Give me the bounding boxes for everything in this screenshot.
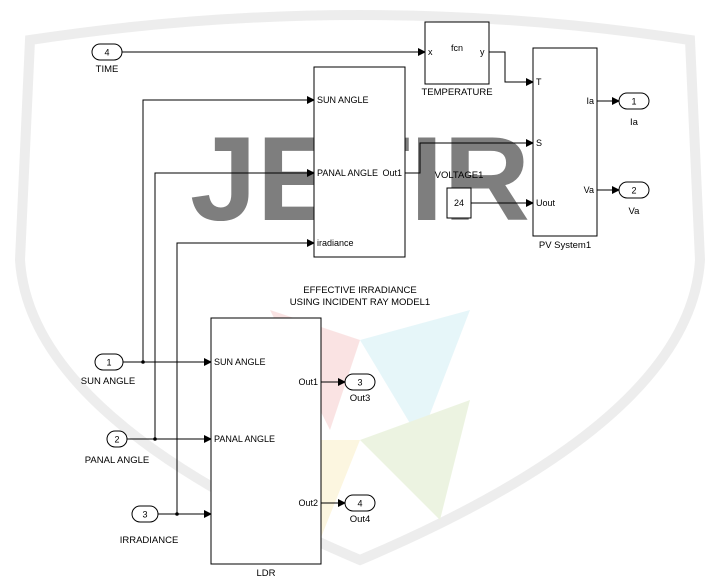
inport-time[interactable]: 4 TIME [92, 44, 122, 75]
pv-system-block[interactable]: T S Uout Ia Va PV System1 [533, 48, 597, 251]
pv-system-label: PV System1 [539, 240, 591, 251]
irr-label-line2: USING INCIDENT RAY MODEL1 [290, 297, 430, 308]
inport-time-label: TIME [96, 64, 119, 75]
temperature-fcn-label: fcn [451, 43, 463, 53]
ldr-port-out1: Out1 [298, 377, 318, 387]
voltage-label: VOLTAGE1 [435, 170, 484, 181]
outport-out3-label: Out3 [350, 393, 371, 404]
inport-panal-angle-number: 2 [114, 435, 119, 445]
outport-va-number: 2 [631, 186, 636, 196]
temperature-block[interactable]: x fcn y TEMPERATURE [421, 22, 492, 98]
outport-out3[interactable]: 3 Out3 [345, 374, 375, 404]
outport-out4[interactable]: 4 Out4 [345, 495, 375, 525]
outport-out3-number: 3 [357, 378, 362, 388]
outport-ia[interactable]: 1 Ia [619, 93, 649, 128]
irr-port-iradiance: iradiance [317, 238, 354, 248]
inport-irradiance-number: 3 [142, 510, 147, 520]
ldr-block[interactable]: SUN ANGLE PANAL ANGLE Out1 Out2 LDR [211, 318, 321, 579]
outport-out4-number: 4 [357, 499, 362, 509]
ldr-label: LDR [256, 568, 275, 579]
temperature-out-port: y [480, 47, 485, 57]
pv-port-ia: Ia [586, 96, 594, 106]
pv-port-t: T [536, 77, 542, 87]
pv-port-s: S [536, 138, 542, 148]
inport-panal-angle-label: PANAL ANGLE [85, 455, 149, 466]
inport-time-number: 4 [104, 48, 109, 58]
inport-sun-angle-label: SUN ANGLE [81, 376, 135, 387]
irr-label-line1: EFFECTIVE IRRADIANCE [303, 285, 417, 296]
outport-out4-label: Out4 [350, 514, 371, 525]
irr-port-panal-angle: PANAL ANGLE [317, 168, 378, 178]
inport-sun-angle[interactable]: 1 SUN ANGLE [81, 354, 135, 387]
branch-point [153, 437, 157, 441]
pv-port-va: Va [584, 185, 594, 195]
irr-port-out1: Out1 [382, 168, 402, 178]
ldr-port-out2: Out2 [298, 498, 318, 508]
outport-va-label: Va [629, 206, 641, 217]
irr-port-sun-angle: SUN ANGLE [317, 95, 369, 105]
inport-irradiance[interactable]: 3 IRRADIANCE [120, 506, 179, 546]
inport-irradiance-label: IRRADIANCE [120, 535, 179, 546]
branch-point [141, 360, 145, 364]
temperature-in-port: x [428, 47, 433, 57]
ldr-port-sun-angle: SUN ANGLE [214, 357, 266, 367]
outport-ia-label: Ia [630, 117, 639, 128]
temperature-label: TEMPERATURE [421, 87, 492, 98]
outport-va[interactable]: 2 Va [619, 182, 649, 217]
branch-point [175, 512, 179, 516]
inport-sun-angle-number: 1 [106, 358, 111, 368]
pv-port-uout: Uout [536, 198, 556, 208]
ldr-port-panal-angle: PANAL ANGLE [214, 434, 275, 444]
outport-ia-number: 1 [631, 97, 636, 107]
voltage-value: 24 [454, 198, 464, 208]
